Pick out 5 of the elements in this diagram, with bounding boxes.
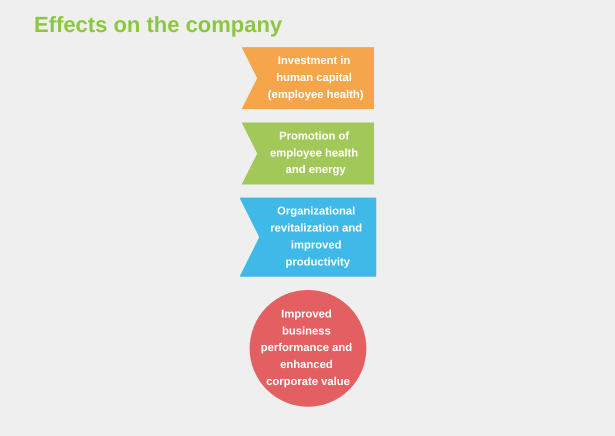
circle-shape: Improved business performance and enhanced corporate value xyxy=(249,290,366,407)
diagram-title: Effects on the company xyxy=(34,12,282,38)
arrow-shape: Organizational revitalization and improved productivity xyxy=(239,198,376,277)
arrow-shape: Investment in human capital (employee health) xyxy=(241,47,374,110)
arrow-shape: Promotion of employee health and energy xyxy=(241,122,374,184)
